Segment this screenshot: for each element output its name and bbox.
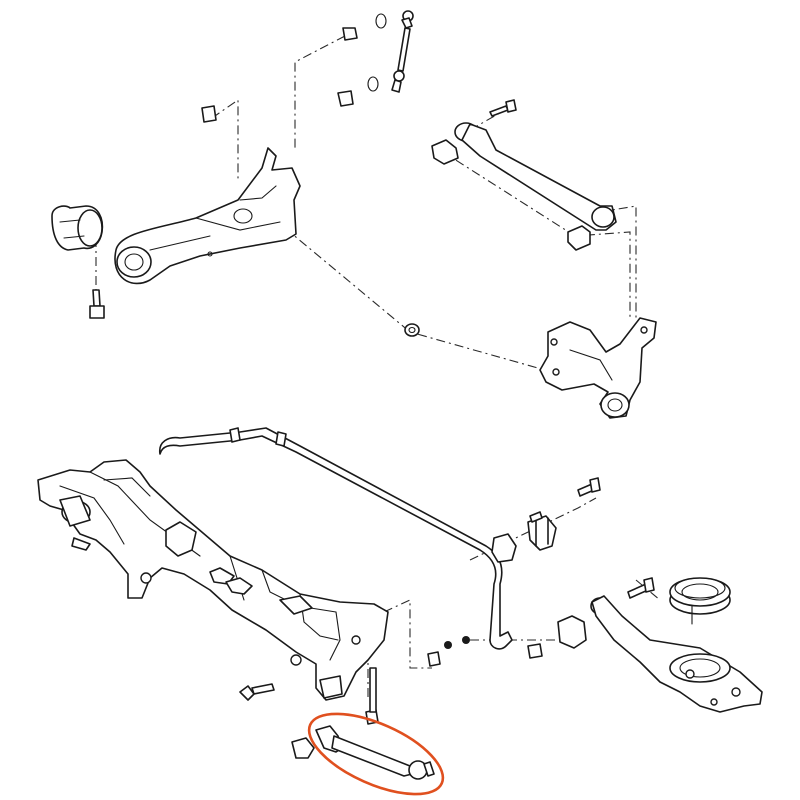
upper-bushing-nut-set xyxy=(337,13,387,107)
mounting-bolts-and-nuts xyxy=(239,577,655,725)
stabilizer-bushing-bracket xyxy=(491,515,557,563)
trailing-arm-bolt xyxy=(89,289,105,319)
lower-assembly xyxy=(37,427,763,796)
trailing-arm-bushing xyxy=(51,205,104,251)
trailing-arm xyxy=(114,147,301,285)
spring-seat-insulator xyxy=(669,577,731,625)
lateral-link xyxy=(291,725,435,780)
bracket-bolts xyxy=(529,477,601,523)
upper-arm-bolt xyxy=(489,99,517,117)
stabilizer-bar xyxy=(158,427,513,650)
trailing-arm-nut xyxy=(201,105,217,123)
upper-assembly xyxy=(51,10,657,419)
upper-control-arm xyxy=(431,122,617,251)
washer xyxy=(404,323,420,337)
knuckle-carrier xyxy=(539,317,657,419)
lateral-link-highlight-ring xyxy=(307,712,445,796)
stabilizer-link xyxy=(391,10,414,93)
lower-control-arm-with-spring-seat xyxy=(557,595,763,713)
subframe-crossmember xyxy=(37,459,389,701)
lower-leader-lines xyxy=(367,497,661,700)
